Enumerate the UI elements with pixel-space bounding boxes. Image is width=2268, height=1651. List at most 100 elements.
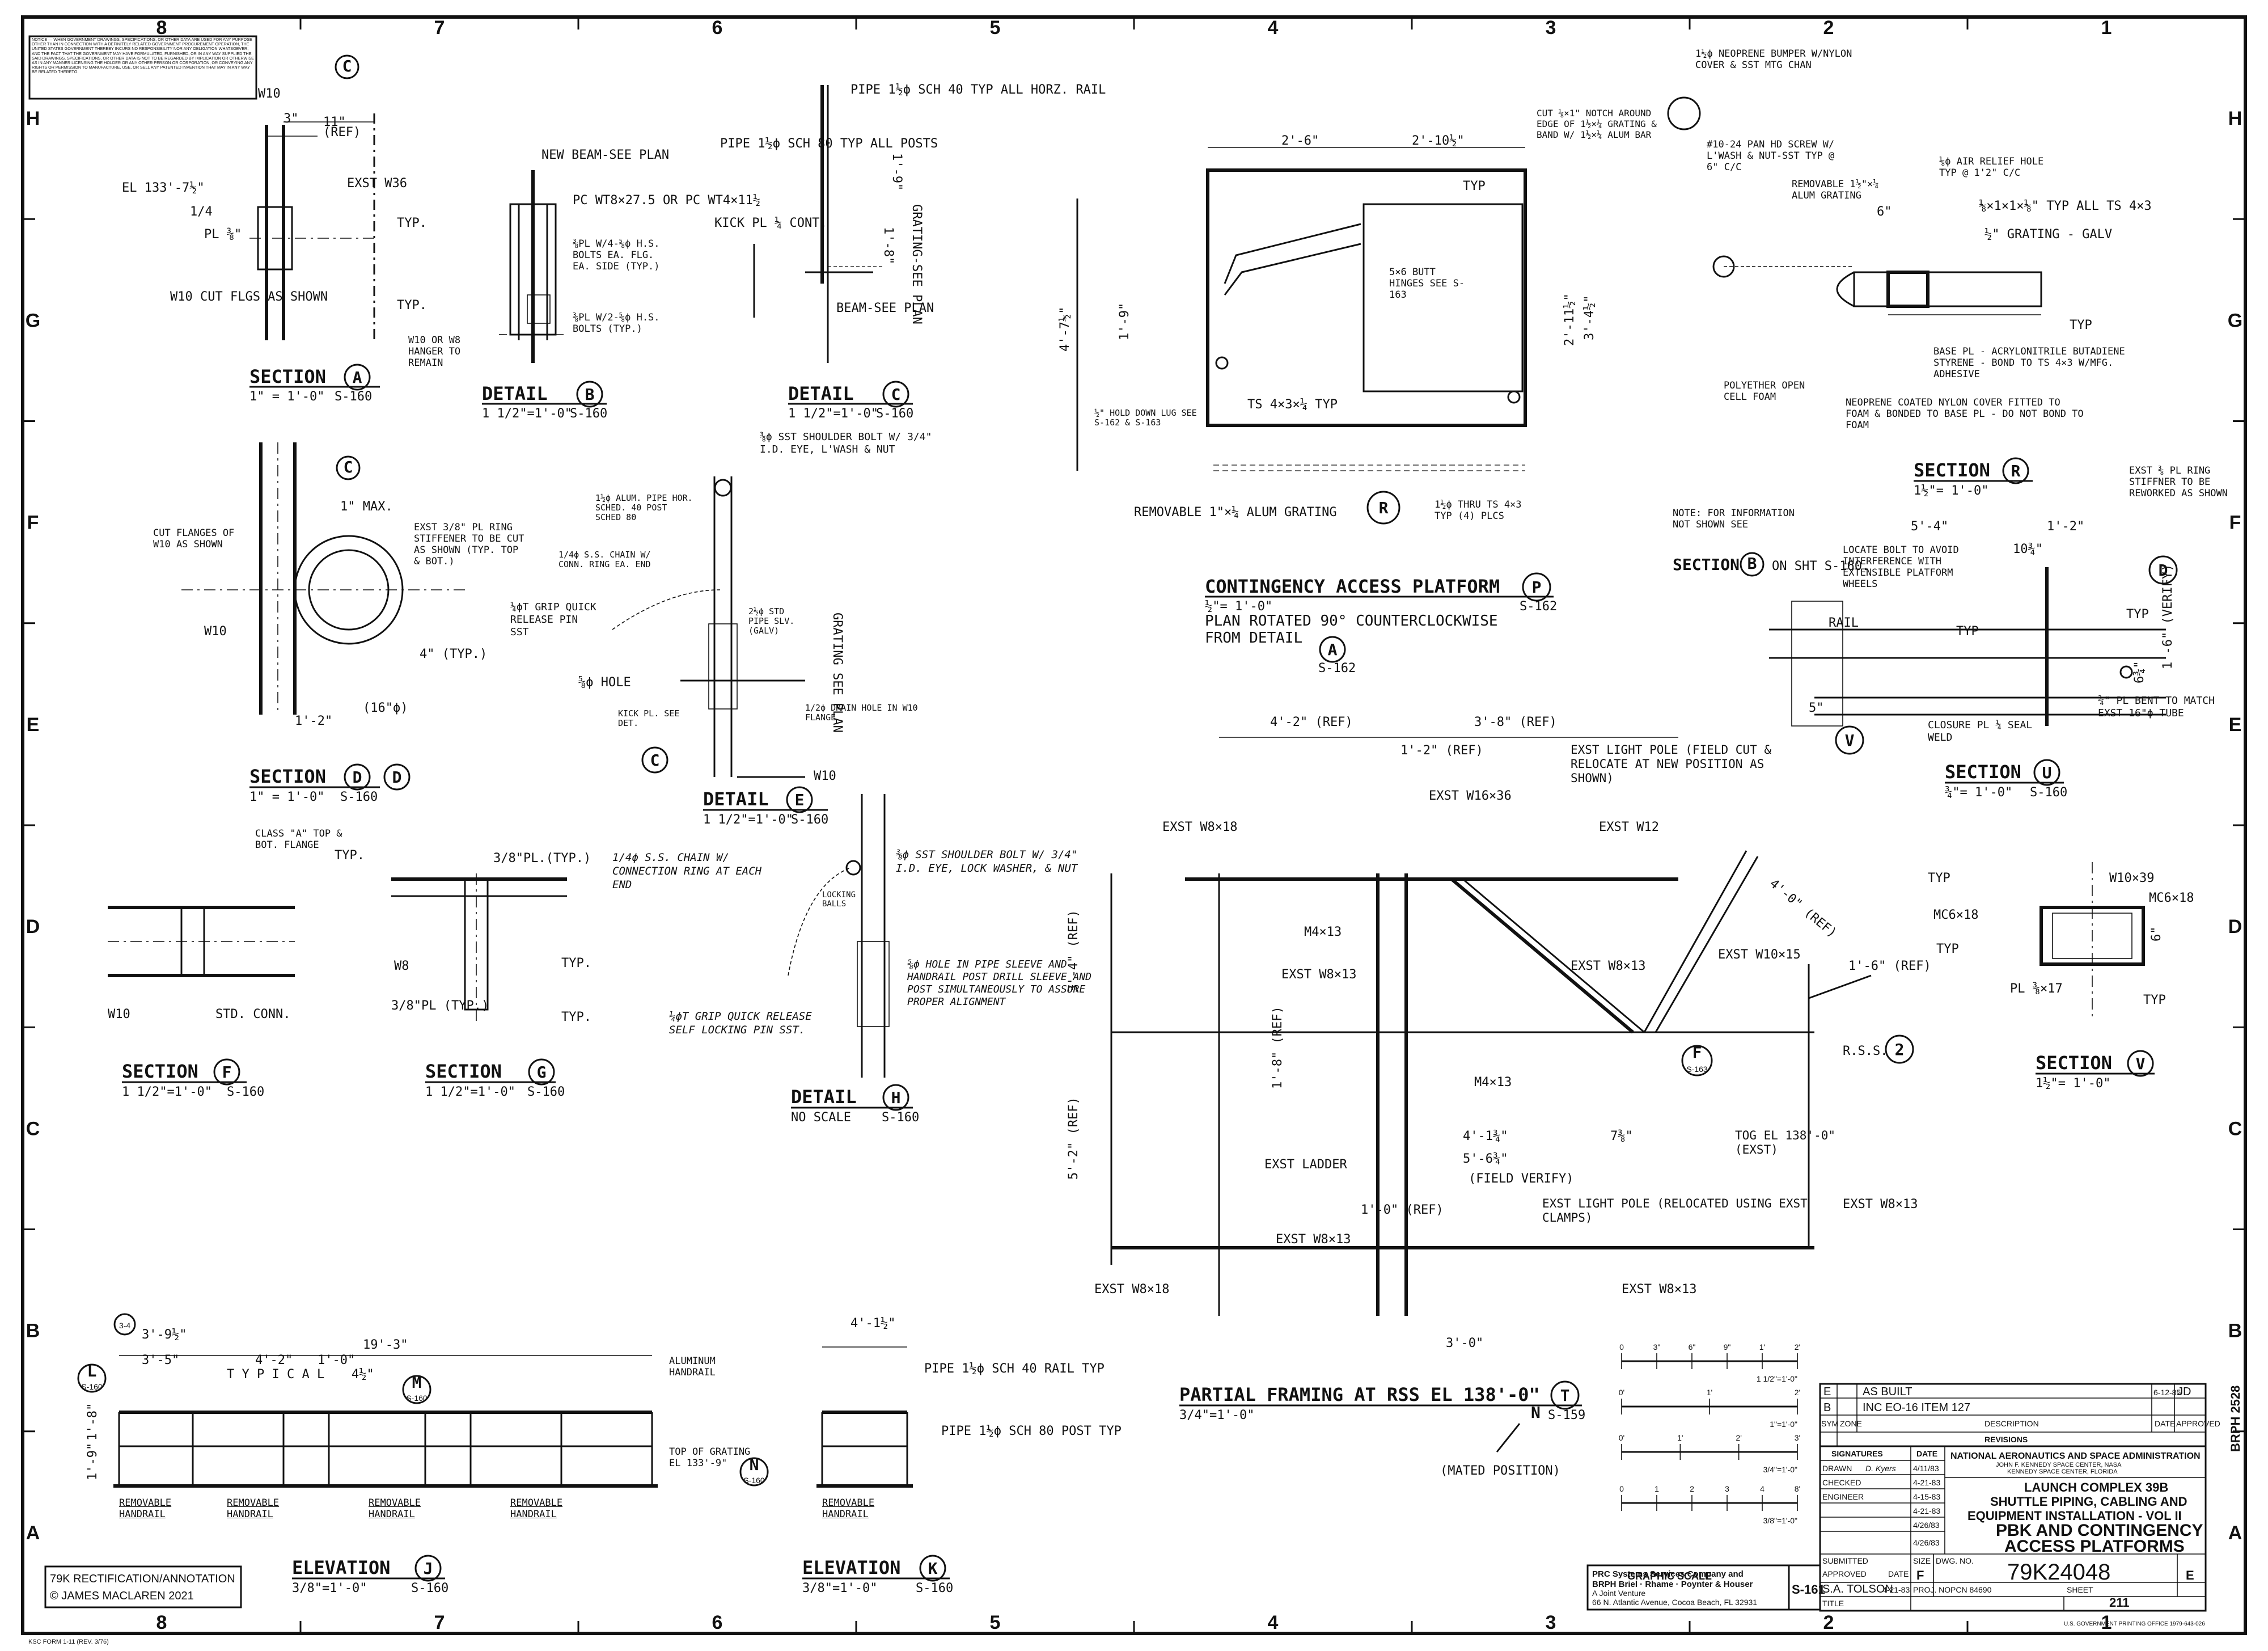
svg-text:1'-9": 1'-9" — [86, 1443, 100, 1480]
svg-text:11": 11" — [323, 115, 346, 129]
svg-text:TYP.: TYP. — [335, 848, 365, 863]
svg-text:1'-8": 1'-8" — [881, 227, 895, 264]
zone-row-left: E — [27, 714, 40, 736]
scale-tick-label: 0' — [1619, 1388, 1624, 1397]
scale-tick-label: 1' — [1677, 1433, 1683, 1442]
zone-column-bottom: 2 — [1823, 1612, 1834, 1633]
svg-text:PCN 84690: PCN 84690 — [1950, 1585, 1992, 1594]
svg-text:C: C — [342, 57, 352, 75]
svg-text:V: V — [1845, 731, 1855, 750]
svg-text:(MATED POSITION): (MATED POSITION) — [1440, 1464, 1560, 1478]
partial-framing-view: 4'-2" (REF) 1'-2" (REF) 3'-8" (REF) EXST… — [1067, 715, 1931, 1478]
svg-text:TYP: TYP — [1956, 624, 1979, 639]
svg-text:TYP: TYP — [2070, 318, 2092, 332]
svg-text:A: A — [1328, 640, 1338, 659]
svg-text:TYP.: TYP. — [397, 216, 427, 230]
svg-text:F: F — [1692, 1043, 1702, 1062]
svg-text:H: H — [891, 1088, 901, 1107]
svg-text:1'-2" (REF): 1'-2" (REF) — [1400, 744, 1483, 758]
scale-tick-label: 2' — [1795, 1388, 1800, 1397]
svg-text:6": 6" — [2149, 927, 2164, 942]
scale-tick-label: 0 — [1619, 1342, 1624, 1352]
svg-text:W10×39: W10×39 — [2109, 871, 2154, 885]
svg-text:B: B — [585, 385, 595, 404]
svg-text:S.A. TOLSON: S.A. TOLSON — [1822, 1583, 1893, 1595]
svg-text:SYM: SYM — [1821, 1419, 1838, 1428]
svg-text:4/11/83: 4/11/83 — [1913, 1464, 1939, 1473]
svg-text:JOHN F. KENNEDY SPACE CENTER,: JOHN F. KENNEDY SPACE CENTER, NASA — [1996, 1462, 2122, 1468]
svg-text:4-21-83: 4-21-83 — [1913, 1478, 1940, 1487]
zone-column-top: 7 — [434, 17, 445, 39]
svg-text:1'-0" (REF): 1'-0" (REF) — [1361, 1203, 1444, 1217]
zone-row-right: H — [2228, 108, 2242, 129]
svg-text:4-15-83: 4-15-83 — [1913, 1492, 1940, 1501]
svg-text:S-160: S-160 — [406, 1394, 428, 1403]
svg-text:AS BUILT: AS BUILT — [1863, 1386, 1912, 1398]
svg-text:E: E — [1823, 1386, 1831, 1398]
svg-text:REMOVABLE 1"×¼ ALUM GRATING: REMOVABLE 1"×¼ ALUM GRATING — [1134, 505, 1337, 520]
zone-row-right: F — [2229, 512, 2241, 534]
revision-row: E AS BUILT 6-12-85 JD — [1823, 1386, 2191, 1398]
svg-text:½"= 1'-0": ½"= 1'-0" — [1205, 599, 1272, 614]
svg-text:W10: W10 — [814, 769, 836, 783]
scale-tick-label: 3 — [1725, 1484, 1729, 1493]
scale-tick-label: 1' — [1759, 1342, 1765, 1352]
svg-text:BEAM-SEE PLAN: BEAM-SEE PLAN — [836, 301, 934, 315]
svg-text:1" = 1'-0": 1" = 1'-0" — [249, 790, 324, 804]
svg-text:L: L — [87, 1362, 97, 1380]
zone-column-bottom: 5 — [990, 1612, 1001, 1633]
svg-text:EXST W8×13: EXST W8×13 — [1571, 959, 1645, 973]
zone-row-right: E — [2229, 714, 2242, 736]
svg-text:EXST W8×18: EXST W8×18 — [1162, 820, 1237, 834]
rectification-box — [44, 1565, 242, 1608]
svg-text:1" = 1'-0": 1" = 1'-0" — [249, 390, 324, 404]
svg-text:5": 5" — [1809, 701, 1824, 715]
svg-text:DWG. NO.: DWG. NO. — [1936, 1556, 1974, 1565]
svg-text:TYP: TYP — [1463, 179, 1486, 193]
svg-text:S-160: S-160 — [227, 1085, 264, 1099]
zone-row-right: B — [2228, 1320, 2242, 1342]
svg-text:CHECKED: CHECKED — [1822, 1478, 1861, 1487]
svg-text:NO SCALE: NO SCALE — [791, 1110, 851, 1125]
svg-text:6": 6" — [1877, 205, 1892, 219]
svg-text:S-160: S-160 — [340, 790, 378, 804]
scale-tick-label: 1' — [1707, 1388, 1712, 1397]
svg-text:4'-1½": 4'-1½" — [850, 1316, 895, 1331]
svg-text:D: D — [353, 768, 362, 787]
svg-text:3'-4" (REF): 3'-4" (REF) — [1067, 910, 1081, 993]
section-f-title: SECTION — [122, 1061, 198, 1082]
svg-text:BRPH Briel · Rhame · Poynter &: BRPH Briel · Rhame · Poynter & Houser — [1592, 1580, 1753, 1589]
svg-text:SHUTTLE PIPING, CABLING AND: SHUTTLE PIPING, CABLING AND — [1990, 1494, 2187, 1509]
svg-text:4'-0" (REF): 4'-0" (REF) — [1767, 876, 1839, 940]
zone-row-left: B — [26, 1320, 40, 1342]
detail-c-view: PIPE 1½ϕ SCH 40 TYP ALL HORZ. RAIL PIPE … — [714, 83, 1106, 421]
svg-text:W10: W10 — [258, 87, 281, 101]
section-v-view: TYP W10×39 MC6×18 MC6×18 TYP PL ⅜×17 TYP… — [1928, 862, 2194, 1091]
zone-column-top: 6 — [712, 17, 723, 39]
svg-text:2'-10½": 2'-10½" — [1412, 134, 1465, 148]
signature-row: 4/26/83 — [1913, 1521, 1940, 1530]
svg-text:S-160: S-160 — [791, 813, 828, 827]
svg-text:5'-6¾": 5'-6¾" — [1463, 1152, 1508, 1166]
svg-text:S-159: S-159 — [1548, 1408, 1585, 1422]
zone-column-top: 8 — [156, 17, 167, 39]
svg-text:U.S. GOVERNMENT PRINTING OFFIC: U.S. GOVERNMENT PRINTING OFFICE 1979-643… — [2064, 1621, 2205, 1627]
svg-text:PL ⅜": PL ⅜" — [204, 227, 242, 242]
svg-text:(FIELD VERIFY): (FIELD VERIFY) — [1469, 1172, 1573, 1186]
svg-text:F: F — [1916, 1568, 1924, 1582]
svg-text:TYP.: TYP. — [561, 1010, 591, 1024]
svg-text:KICK PL ¼ CONT.: KICK PL ¼ CONT. — [714, 216, 827, 230]
svg-text:JD: JD — [2177, 1386, 2191, 1398]
svg-text:3'-9½": 3'-9½" — [142, 1328, 187, 1342]
svg-text:1½"= 1'-0": 1½"= 1'-0" — [1914, 484, 1988, 498]
svg-text:19'-3": 19'-3" — [363, 1338, 408, 1352]
svg-text:1" MAX.: 1" MAX. — [340, 500, 393, 514]
section-v-title: SECTION — [2036, 1052, 2112, 1074]
section-r-view: REMOVABLE 1½"×¼ ALUM GRATING 6" ⅛ϕ AIR R… — [1724, 156, 2152, 498]
svg-text:TYP.: TYP. — [561, 956, 591, 970]
zone-column-bottom: 8 — [156, 1612, 167, 1633]
svg-text:DATE: DATE — [1888, 1569, 1909, 1578]
svg-text:EXST W16×36: EXST W16×36 — [1429, 789, 1512, 803]
